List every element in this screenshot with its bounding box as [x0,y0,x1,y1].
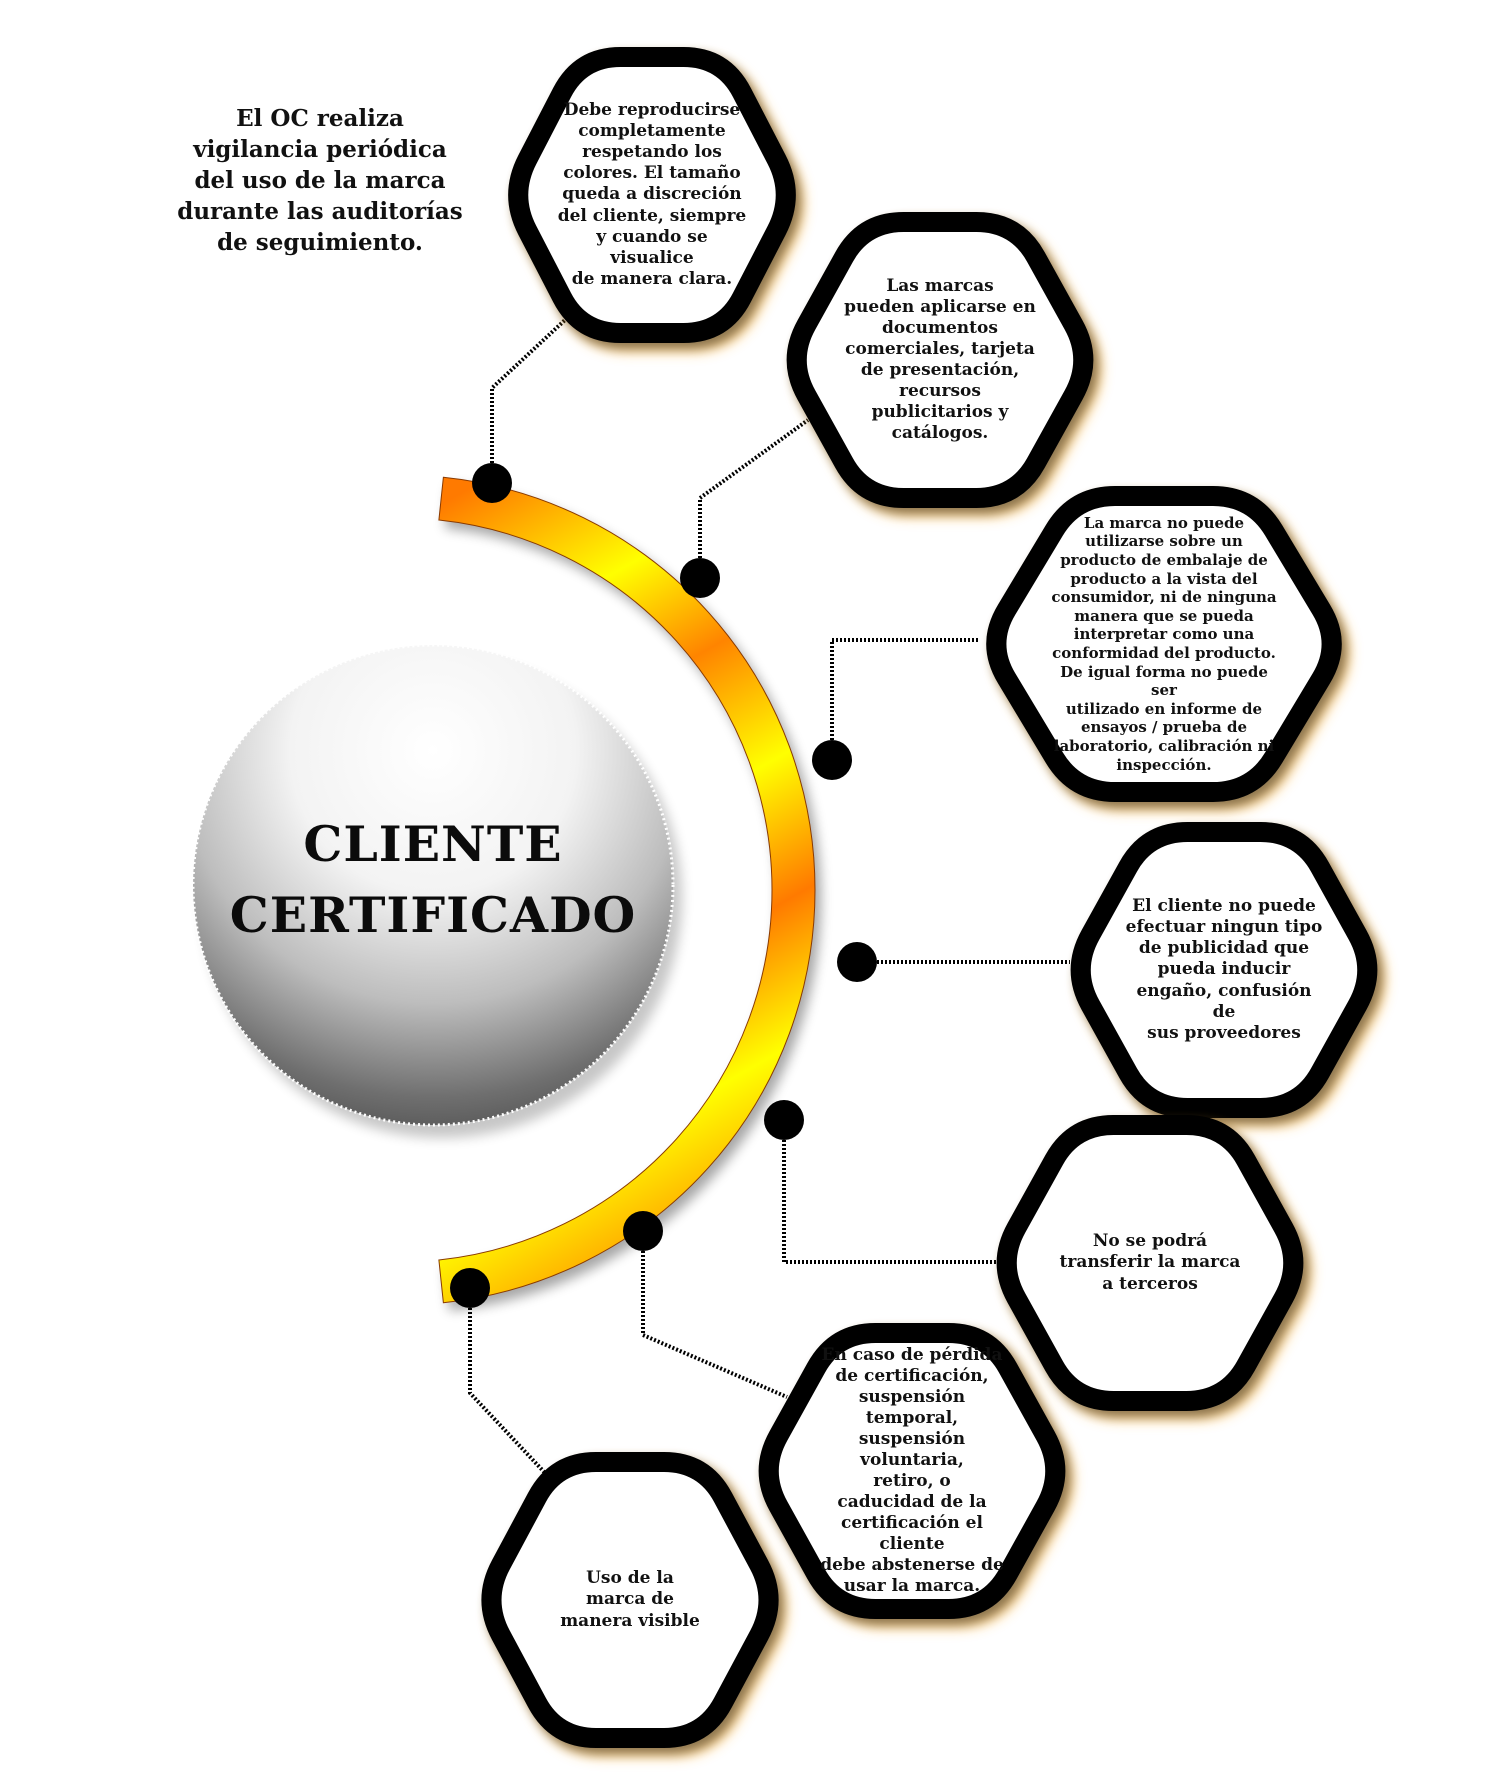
hexagon-text-3: La marca no puede utilizarse sobre un pr… [1051,513,1277,774]
connector-line-5 [782,1120,1000,1264]
hexagon-node-2 [786,212,1103,518]
hexagon-text-7: Uso de la marca de manera visible [560,1568,700,1631]
hexagon-text-5: No se podrá transferir la marca a tercer… [1059,1231,1241,1294]
intro-text: El OC realiza vigilancia periódica del u… [177,104,463,256]
orange-arc [438,476,816,1304]
center-sphere [193,645,673,1125]
connector-dot-7 [450,1268,490,1308]
connector-dot-5 [764,1100,804,1140]
connector-line-2 [698,418,810,578]
hexagon-node-3 [986,486,1351,812]
hexagon-text-2: Las marcas pueden aplicarse en documento… [844,275,1036,444]
hexagon-text-1: Debe reproducirse completamente respetan… [557,100,747,289]
connector-line-3 [830,638,980,760]
hexagon-node-5 [996,1115,1313,1421]
hexagon-border [986,486,1342,802]
hexagon-border [996,1115,1304,1411]
hexagon-node-6 [758,1323,1075,1629]
connector-dot-4 [837,942,877,982]
center-title: CLIENTE CERTIFICADO [229,815,637,944]
connector-dot-6 [623,1211,663,1251]
hexagon-border [786,212,1094,508]
connector-line-6 [641,1231,788,1399]
hexagon-text-6: En caso de pérdida de certificación, sus… [820,1345,1004,1597]
hexagon-node-4 [1070,822,1387,1128]
connector-line-1 [490,318,567,483]
center-sphere-rim [191,643,675,1127]
hexagon-node-1 [508,47,805,353]
connector-dot-2 [680,558,720,598]
hexagon-border [1070,822,1378,1118]
hexagon-border [481,1452,779,1748]
hexagon-node-7 [481,1452,788,1758]
connector-line-7 [468,1288,549,1477]
hexagon-border [758,1323,1066,1619]
hexagon-text-4: El cliente no puede efectuar ningun tipo… [1125,896,1323,1043]
connector-dot-1 [472,463,512,503]
connector-dot-3 [812,740,852,780]
hexagon-border [508,47,796,343]
